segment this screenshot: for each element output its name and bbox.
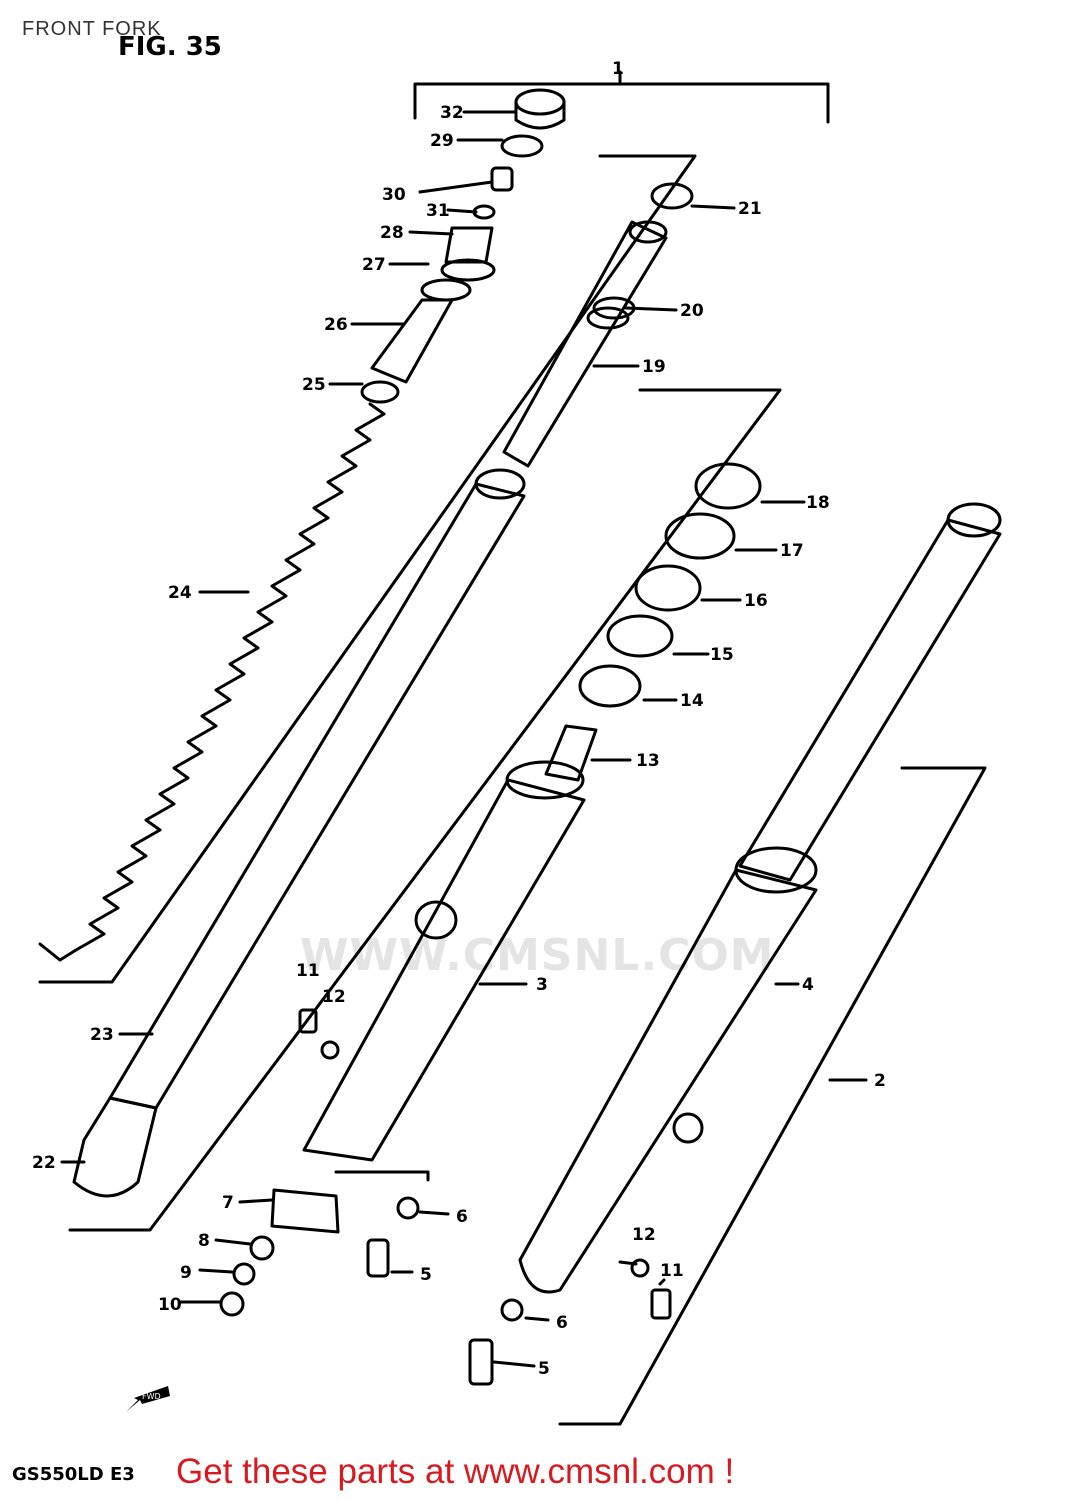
callout-9: 9	[180, 1263, 192, 1283]
callout-22: 22	[32, 1153, 56, 1173]
callout-19: 19	[642, 357, 666, 377]
callout-6-lower: 6	[556, 1313, 568, 1333]
callout-20: 20	[680, 301, 704, 321]
oil-seal-16	[634, 564, 702, 612]
callout-11-left: 11	[296, 961, 320, 981]
callout-18: 18	[806, 493, 830, 513]
washer-12-right	[630, 1258, 650, 1278]
bolt-5-lower	[468, 1338, 494, 1386]
callout-12-right: 12	[632, 1225, 656, 1245]
bolt-11-left	[298, 1008, 318, 1034]
oil-lock-13	[544, 724, 598, 782]
callout-15: 15	[710, 645, 734, 665]
callout-16: 16	[744, 591, 768, 611]
callout-8: 8	[198, 1231, 210, 1251]
ring-27	[420, 278, 472, 302]
nut-9	[232, 1262, 256, 1286]
callout-26: 26	[324, 315, 348, 335]
bolt-30	[490, 166, 514, 192]
nut-6-lower	[500, 1298, 524, 1322]
callout-6: 6	[456, 1207, 468, 1227]
forward-label: FWD	[142, 1392, 161, 1401]
callout-30: 30	[382, 185, 406, 205]
callout-13: 13	[636, 751, 660, 771]
callout-1: 1	[612, 59, 624, 79]
callout-28: 28	[380, 223, 404, 243]
bolt-11-right	[650, 1288, 672, 1320]
callout-23: 23	[90, 1025, 114, 1045]
callout-5: 5	[420, 1265, 432, 1285]
damper-rod-19	[502, 220, 668, 468]
bracket-1	[413, 82, 830, 124]
page-title: FRONT FORK	[22, 18, 162, 40]
watermark-text: WWW.CMSNL.COM	[300, 930, 775, 981]
callout-12-left: 12	[322, 987, 346, 1007]
model-code: GS550LD E3	[12, 1464, 135, 1485]
outer-tube-3	[302, 778, 586, 1162]
spacer-26	[370, 298, 454, 384]
cap-32	[514, 88, 566, 116]
nut-6	[396, 1196, 420, 1220]
slider-2	[518, 868, 818, 1294]
callout-3: 3	[536, 975, 548, 995]
axle-holder-bracket	[334, 1170, 430, 1182]
callout-27: 27	[362, 255, 386, 275]
circlip-17	[664, 512, 736, 560]
callout-11-right: 11	[660, 1261, 684, 1281]
exploded-parts-diagram: 1 32 29 30 31 28 27 26 25 24 21 20 19 18…	[32, 59, 1002, 1426]
forward-arrow-icon: FWD	[126, 1386, 170, 1412]
bolt-5-top	[366, 1238, 390, 1278]
washer-12-left	[320, 1040, 340, 1060]
dust-seal-18	[694, 462, 762, 510]
callout-4: 4	[802, 975, 814, 995]
callout-2: 2	[874, 1071, 886, 1091]
callout-10: 10	[158, 1295, 182, 1315]
figure-label: FIG. 35	[118, 32, 222, 62]
group-outline-right	[558, 766, 987, 1426]
spring-24	[38, 402, 386, 962]
washer-8	[249, 1235, 275, 1261]
callout-25: 25	[302, 375, 326, 395]
bushing-22	[72, 1096, 158, 1198]
washer-15	[606, 614, 674, 658]
callout-24: 24	[168, 583, 192, 603]
group-outline-left	[38, 154, 697, 984]
callout-7: 7	[222, 1193, 234, 1213]
oring-29	[500, 134, 544, 158]
cta-link[interactable]: Get these parts at www.cmsnl.com !	[176, 1452, 735, 1491]
callout-31: 31	[426, 201, 450, 221]
axle-holder-7	[270, 1188, 340, 1234]
callout-14: 14	[680, 691, 704, 711]
group-outline-mid	[68, 388, 782, 1232]
callout-17: 17	[780, 541, 804, 561]
callout-32: 32	[440, 103, 464, 123]
callout-29: 29	[430, 131, 454, 151]
washer-25	[360, 380, 400, 404]
bushing-14	[578, 664, 642, 708]
callout-21: 21	[738, 199, 762, 219]
fork-tube-4	[738, 518, 1002, 882]
callout-5-lower: 5	[538, 1359, 550, 1379]
seal-21	[650, 182, 694, 210]
nut-10	[219, 1291, 245, 1317]
